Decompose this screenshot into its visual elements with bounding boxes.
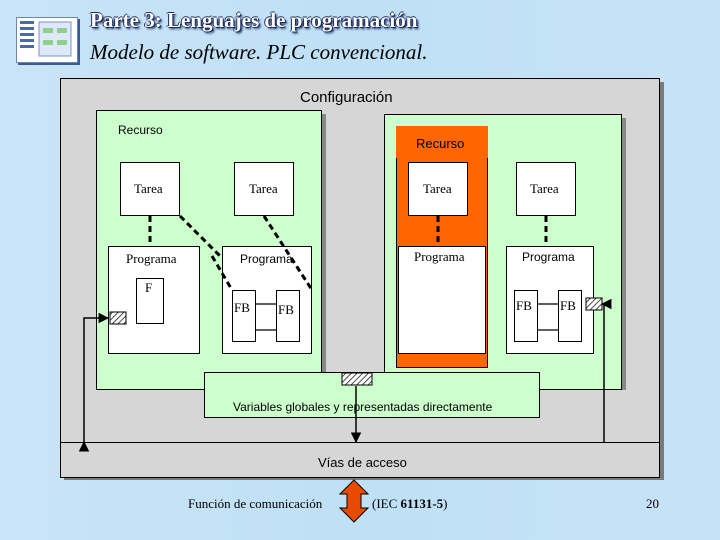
configuration-label: Configuración	[300, 89, 393, 106]
program-box-3	[398, 246, 486, 354]
program-label-2: Programa	[240, 252, 293, 266]
task-box-2	[234, 162, 294, 216]
slide-logo-thumbnail	[16, 17, 78, 63]
task-label-1: Tarea	[134, 181, 163, 196]
fb-box-2	[276, 290, 300, 342]
task-label-3: Tarea	[423, 181, 452, 196]
program-label-3: Programa	[414, 249, 465, 264]
communication-function-label: Función de comunicación	[188, 496, 323, 511]
communication-arrow	[338, 479, 370, 523]
resource-left-label: Recurso	[118, 123, 163, 137]
iec-prefix: (IEC	[372, 496, 401, 511]
iec-number: 61131-5	[400, 496, 444, 511]
program-label-4: Programa	[522, 250, 575, 264]
slide-subtitle: Modelo de software. PLC convencional.	[90, 40, 428, 64]
function-block-f	[136, 278, 164, 324]
iec-standard-label: (IEC 61131-5)	[372, 496, 448, 512]
thumbnail-icon	[20, 21, 72, 57]
program-label-1: Programa	[126, 251, 177, 266]
task-label-4: Tarea	[530, 181, 559, 196]
task-label-2: Tarea	[249, 181, 278, 196]
task-box-1	[120, 162, 180, 216]
access-paths-label: Vías de acceso	[318, 455, 407, 470]
task-box-3	[408, 162, 468, 216]
fb-label-4: FB	[560, 298, 576, 313]
iec-suffix: )	[443, 496, 448, 511]
global-variables-label: Variables globales y representadas direc…	[233, 400, 493, 414]
fb-label-2: FB	[278, 302, 294, 317]
fb-label-3: FB	[516, 298, 532, 313]
slide-title: Parte 3: Lenguajes de programación	[90, 8, 418, 32]
resource-right-label: Recurso	[416, 136, 465, 151]
page-number: 20	[646, 496, 659, 511]
fb-box-3	[514, 290, 538, 342]
function-block-f-label: F	[145, 280, 153, 295]
fb-box-1	[232, 290, 256, 342]
fb-label-1: FB	[234, 300, 250, 315]
fb-box-4	[558, 290, 582, 342]
resource-right-header	[396, 126, 488, 158]
task-box-4	[516, 162, 576, 216]
